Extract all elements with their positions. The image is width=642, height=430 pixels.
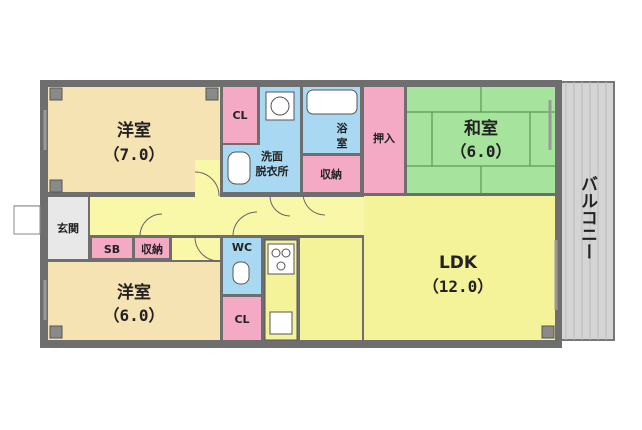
tatami-lines [407, 87, 555, 193]
washer [265, 91, 295, 121]
oshiire-label: 押入 [373, 131, 395, 145]
washroom-label-2: 脱衣所 [256, 164, 289, 178]
oshiire [364, 87, 404, 193]
closet-2 [223, 297, 261, 340]
room-western-1 [48, 87, 220, 192]
shoebox-label: SB [104, 243, 120, 256]
closet-2-label: CL [234, 313, 249, 326]
western-1-name: 洋室 [117, 120, 151, 141]
bath-label-1: 浴 [337, 121, 349, 135]
closet-1-label: CL [232, 109, 247, 122]
sink [269, 311, 293, 335]
toilet [232, 261, 250, 285]
room-western-2 [48, 262, 220, 340]
closet-1 [223, 87, 257, 143]
storage-hall [135, 238, 169, 258]
western-1-size: （7.0） [104, 145, 165, 164]
hallway [90, 197, 365, 235]
ldk-size: （12.0） [423, 277, 494, 296]
western-2-size: （6.0） [104, 306, 165, 325]
washroom-label-1: 洗面 [261, 149, 283, 163]
ldk-name: LDK [439, 253, 478, 273]
balcony [559, 81, 615, 341]
bath-label-2: 室 [337, 136, 348, 150]
storage-middle [303, 156, 360, 192]
kitchen-area [300, 238, 362, 340]
entrance [48, 197, 88, 259]
balcony-label: バルコニー [577, 175, 598, 260]
hall-nook [172, 238, 220, 260]
japanese-size: （6.0） [451, 142, 512, 161]
entrance-label: 玄関 [57, 221, 79, 235]
japanese-name: 和室 [464, 118, 498, 139]
western-2-name: 洋室 [117, 282, 151, 303]
wc-label: WC [232, 241, 252, 254]
hallway-upper [195, 160, 220, 200]
stove [267, 243, 295, 275]
washbasin [227, 151, 251, 185]
room-ldk [364, 196, 555, 340]
storage-hall-label: 収納 [141, 242, 163, 256]
bathtub [306, 89, 358, 115]
storage-middle-label: 収納 [320, 167, 342, 181]
shoebox [92, 238, 132, 258]
